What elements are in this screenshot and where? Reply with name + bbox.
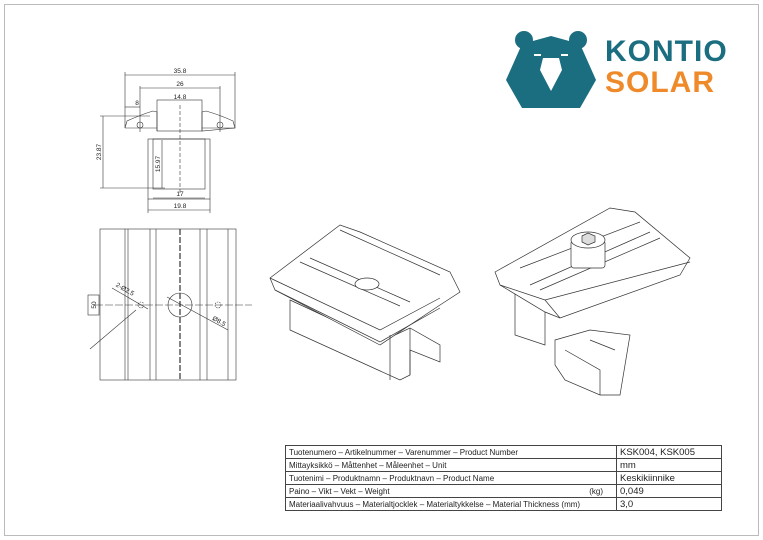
top-view-drawing [100, 72, 236, 213]
page-border [4, 4, 759, 536]
row-value: 3,0 [616, 497, 722, 511]
row-label: Mittayksikkö – Måttenhet – Måleenhet – U… [285, 458, 617, 472]
row-value: mm [616, 458, 722, 472]
row-value: KSK004, KSK005 [616, 445, 722, 459]
dim-center-hole: Ø8.5 [211, 315, 227, 328]
table-row: Tuotenumero – Artikelnummer – Varenummer… [285, 445, 722, 459]
isometric-view-clamp-with-bolt [494, 207, 691, 396]
row-label: Materiaalivahvuus – Materialtjocklek – M… [285, 497, 617, 511]
dim-flange: 8 [135, 100, 139, 107]
front-view-drawing [87, 228, 252, 381]
dim-overall-width: 35.8 [174, 68, 187, 75]
table-row: Tuotenimi – Produktnamn – Produktnavn – … [285, 471, 722, 485]
row-value: 0,049 [616, 484, 722, 498]
dim-leg-height: 15.97 [155, 155, 162, 172]
bear-logo-icon [506, 31, 596, 108]
row-label: Tuotenumero – Artikelnummer – Varenummer… [285, 445, 617, 459]
table-row: Paino – Vikt – Vekt – Weight(kg)0,049 [285, 484, 722, 498]
dim-hole-spacing: 26 [176, 81, 184, 88]
dim-length: 50 [91, 301, 98, 309]
row-label: Tuotenimi – Produktnamn – Produktnavn – … [285, 471, 617, 485]
dim-top-width: 14.8 [174, 94, 187, 101]
dim-inner-width: 17 [176, 191, 184, 198]
table-row: Mittayksikkö – Måttenhet – Måleenhet – U… [285, 458, 722, 472]
row-label: Paino – Vikt – Vekt – Weight(kg) [285, 484, 617, 498]
dim-outer-width: 19.8 [174, 203, 187, 210]
row-value: Keskikiinnike [616, 471, 722, 485]
row-unit: (kg) [589, 486, 603, 496]
table-row: Materiaalivahvuus – Materialtjocklek – M… [285, 497, 722, 511]
dim-height: 23.87 [96, 143, 103, 160]
spec-table: Tuotenumero – Artikelnummer – Varenummer… [285, 445, 722, 511]
isometric-view-clamp-without-bolt [269, 224, 461, 381]
logo-text-solar: SOLAR [605, 66, 715, 99]
logo-text-kontio: KONTIO [605, 35, 728, 68]
